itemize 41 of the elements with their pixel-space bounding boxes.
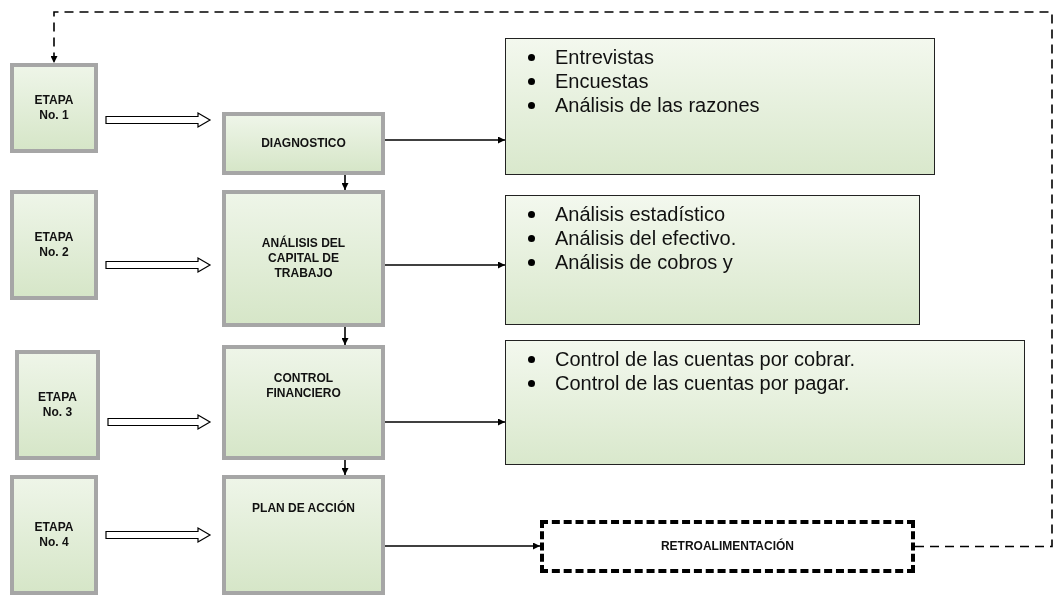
arrow — [341, 459, 349, 476]
stage-label: ETAPA No. 1 — [33, 93, 75, 123]
process-label: PLAN DE ACCIÓN — [252, 501, 355, 516]
arrow — [341, 326, 349, 346]
feedback-label: RETROALIMENTACIÓN — [660, 539, 795, 554]
process-box — [222, 345, 385, 460]
list-item: Análisis de cobros y — [555, 250, 733, 274]
list-item: Encuestas — [555, 69, 649, 93]
stage-box — [10, 475, 98, 595]
stage-label: ETAPA No. 4 — [33, 520, 75, 550]
stage-label: ETAPA No. 3 — [37, 390, 78, 420]
hollow-arrow — [107, 413, 212, 431]
arrow — [384, 136, 506, 144]
list-item: Entrevistas — [555, 45, 654, 69]
process-box — [222, 112, 385, 175]
arrow — [384, 418, 506, 426]
bullet-list-box — [505, 38, 935, 175]
process-box — [222, 475, 385, 595]
process-box — [222, 190, 385, 327]
stage-box — [15, 350, 100, 460]
list-item: Análisis estadístico — [555, 202, 726, 226]
dashed-arrow — [50, 11, 1053, 548]
arrow — [384, 542, 541, 550]
stage-box — [10, 63, 98, 153]
list-item: Control de las cuentas por cobrar. — [555, 347, 856, 371]
process-label: DIAGNOSTICO — [261, 136, 346, 151]
list-item: Control de las cuentas por pagar. — [555, 371, 850, 395]
arrow — [341, 174, 349, 191]
arrow — [384, 261, 506, 269]
bullet-list-box — [505, 195, 920, 325]
list-item: Análisis del efectivo. — [555, 226, 737, 250]
hollow-arrow — [105, 256, 212, 274]
feedback-box — [540, 520, 915, 573]
process-label: ANÁLISIS DEL CAPITAL DE TRABAJO — [260, 236, 347, 281]
bullet-list-box — [505, 340, 1025, 465]
list-item: Análisis de las razones — [555, 93, 760, 117]
hollow-arrow — [105, 111, 212, 129]
stage-box — [10, 190, 98, 300]
stage-label: ETAPA No. 2 — [33, 230, 75, 260]
hollow-arrow — [105, 526, 212, 544]
process-label: CONTROL FINANCIERO — [265, 371, 342, 401]
